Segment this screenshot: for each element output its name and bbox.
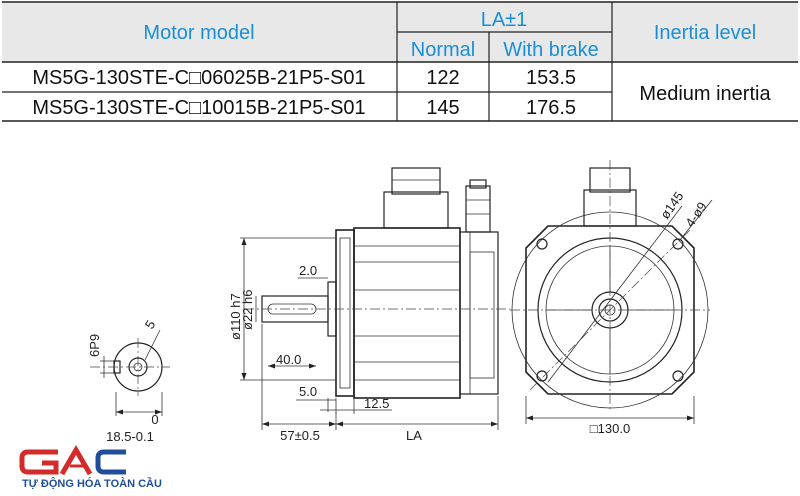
dim-body-length: LA	[406, 428, 422, 443]
header-inertia-level: Inertia level	[654, 22, 756, 44]
row-2-with-brake: 176.5	[526, 97, 576, 119]
side-view: ø110 h7 ø22 h6 2.0 40.0 5.0 12.5 57±0.5 …	[228, 167, 510, 443]
row-1-model: MS5G-130STE-C□06025B-21P5-S01	[32, 67, 365, 89]
dim-key-radius: 5	[142, 318, 159, 332]
row-1-normal: 122	[426, 67, 459, 89]
dim-step: 2.0	[299, 263, 317, 278]
dim-keyway: 6P9	[87, 334, 102, 357]
header-motor-model: Motor model	[143, 22, 254, 44]
dim-flange-offset: 12.5	[364, 396, 389, 411]
dim-shaft-depth: 18.5-0.1	[106, 429, 154, 444]
header-la: LA±1	[481, 9, 528, 31]
dim-pcd: ø145	[657, 189, 686, 222]
row-2-model: MS5G-130STE-C□10015B-21P5-S01	[32, 97, 365, 119]
row-1-with-brake: 153.5	[526, 67, 576, 89]
front-view: ø145 4-ø9 □130.0	[510, 160, 713, 436]
header-with-brake: With brake	[503, 39, 599, 61]
inertia-value: Medium inertia	[639, 83, 771, 105]
dim-holes: 4-ø9	[682, 199, 710, 230]
dim-pilot-dia: ø110 h7	[228, 293, 243, 340]
dim-shaft-bottom: 0	[151, 412, 158, 427]
shaft-end-view: 6P9 5 0 18.5-0.1	[87, 318, 170, 444]
row-2-normal: 145	[426, 97, 459, 119]
header-normal: Normal	[411, 39, 475, 61]
spec-table: Motor model LA±1 Normal With brake Inert…	[2, 1, 798, 122]
motor-drawing: 6P9 5 0 18.5-0.1	[19, 160, 713, 490]
dim-shaft-length: 57±0.5	[280, 428, 320, 443]
dim-flange-thickness: 5.0	[299, 384, 317, 399]
dim-shaft-dia: ø22 h6	[240, 290, 255, 330]
logo-tagline: TỰ ĐỘNG HÓA TOÀN CẦU	[22, 477, 162, 490]
dim-flange-square: □130.0	[590, 421, 630, 436]
gac-logo: TỰ ĐỘNG HÓA TOÀN CẦU	[19, 445, 162, 490]
dim-key-length: 40.0	[276, 352, 301, 367]
